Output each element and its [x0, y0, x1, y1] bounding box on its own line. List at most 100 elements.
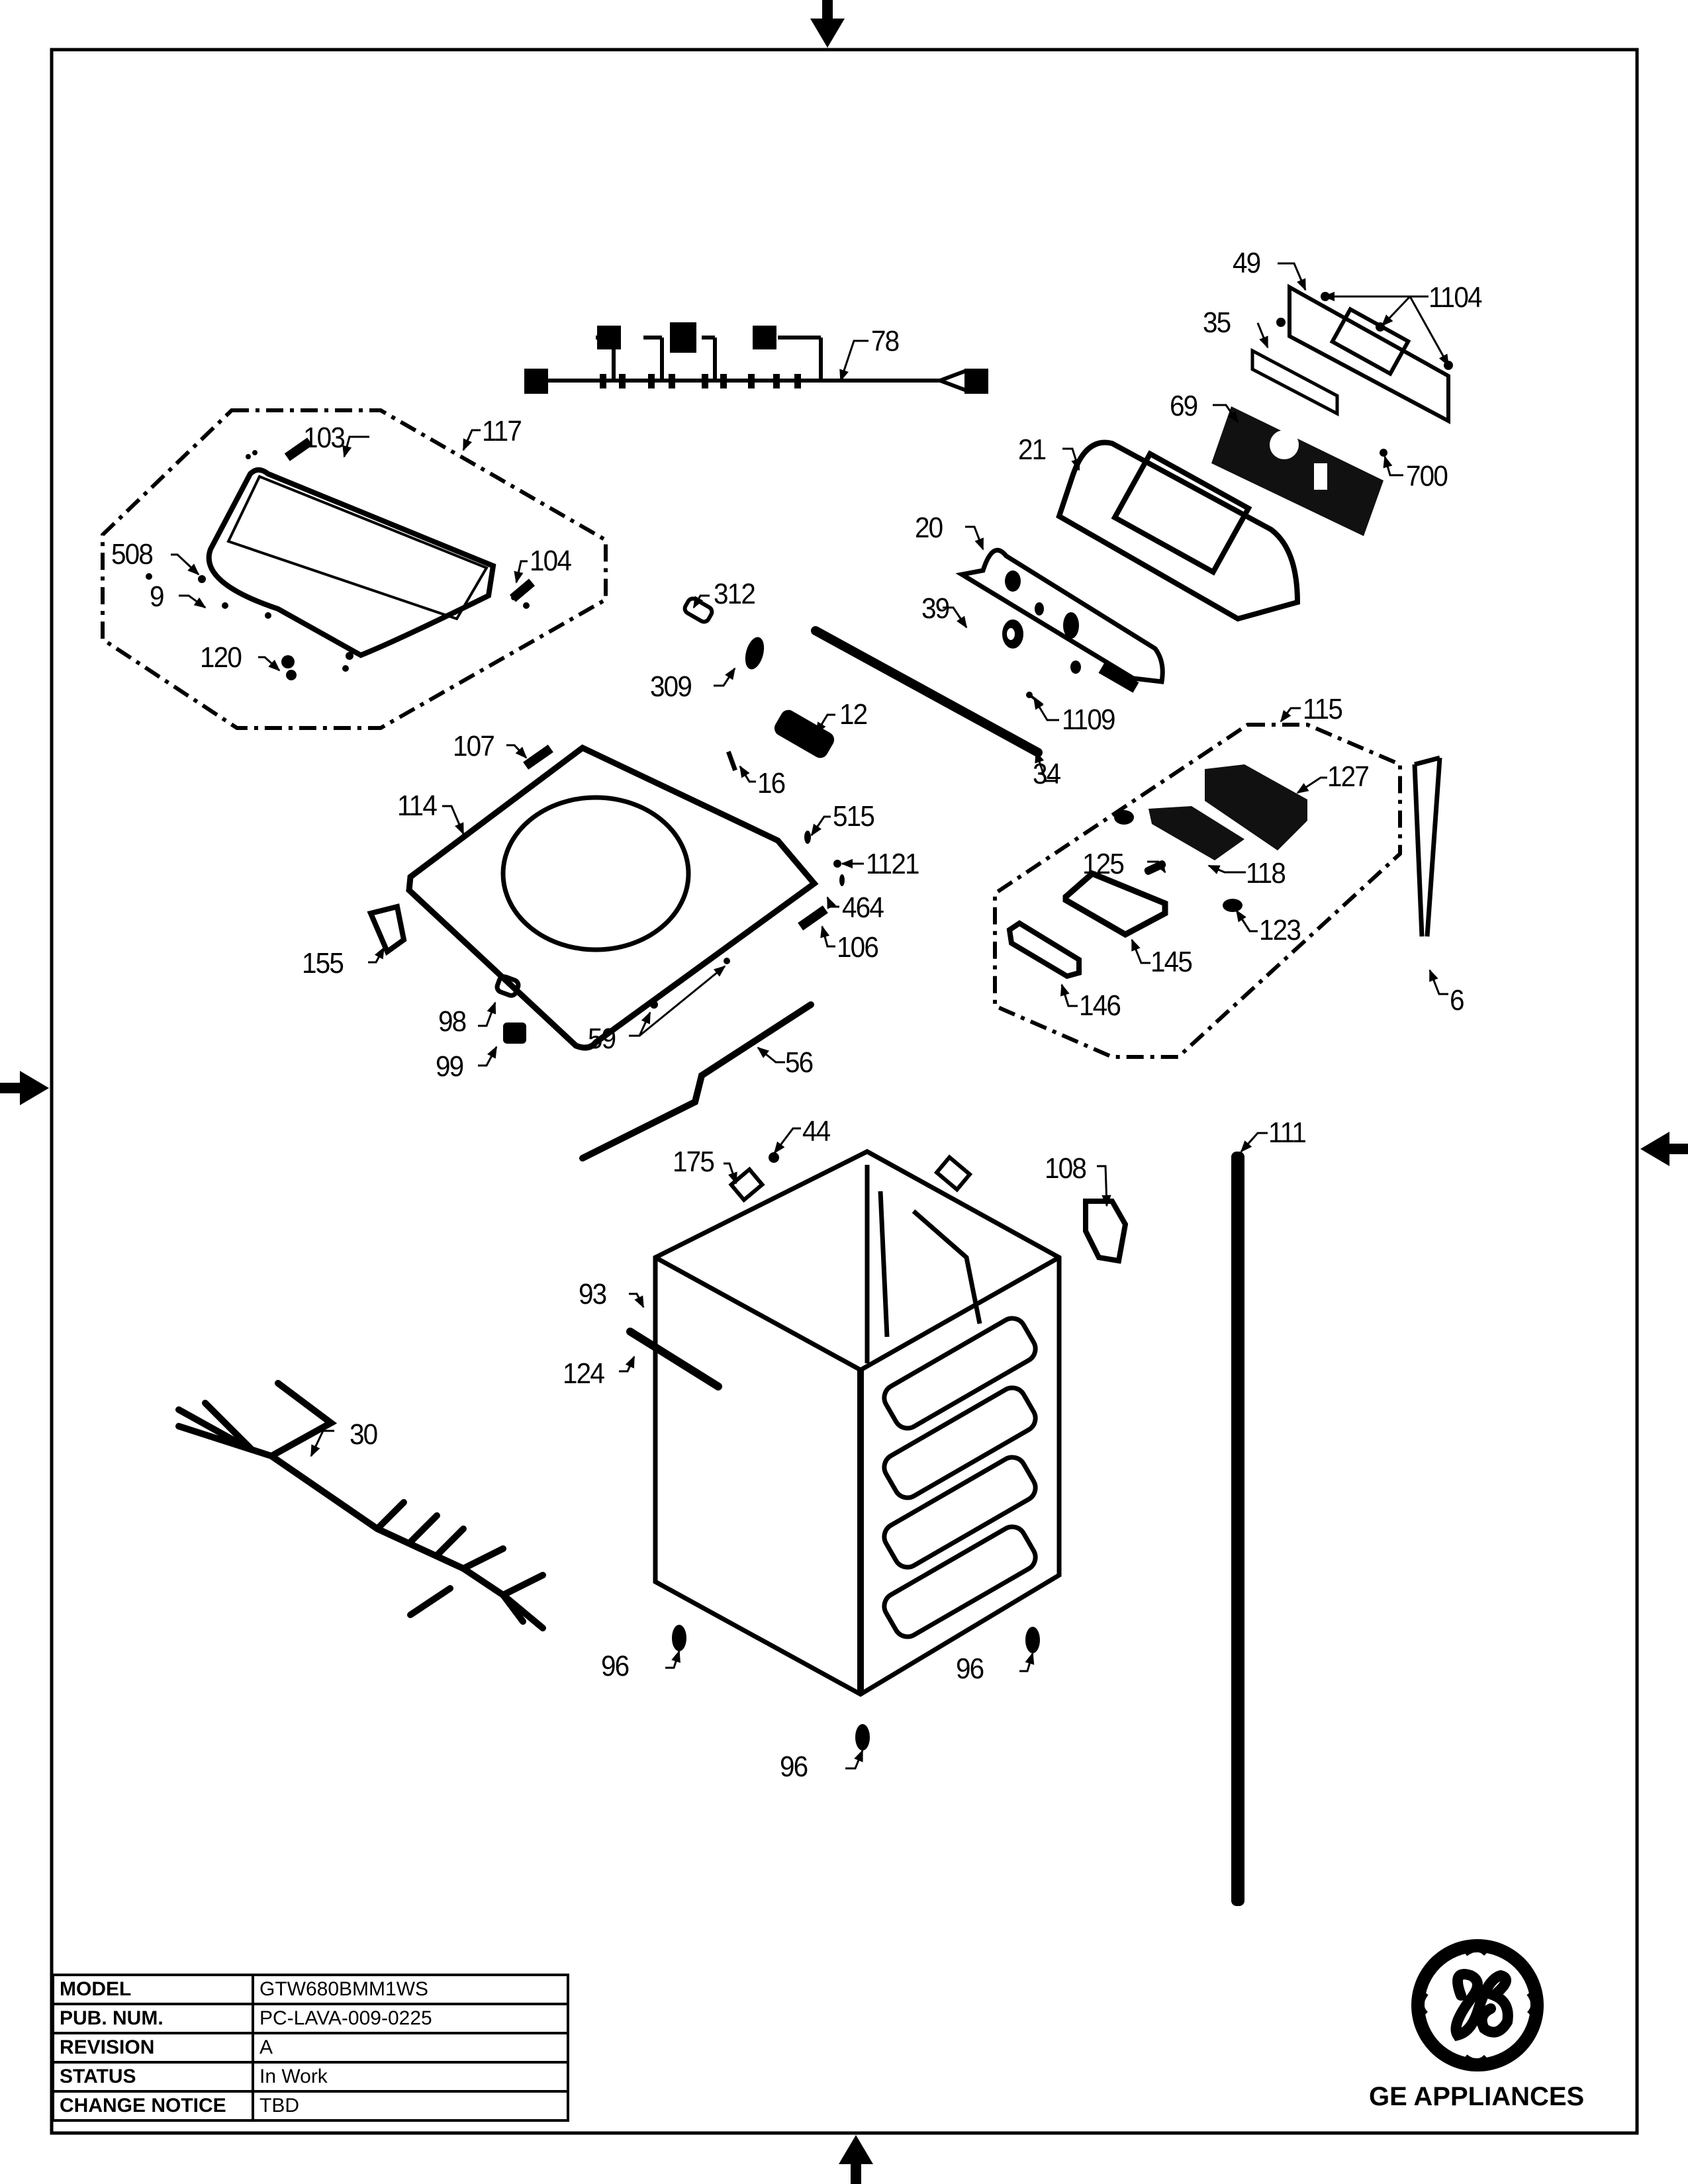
callout-125: 125 — [1082, 848, 1125, 880]
callout-106: 106 — [837, 931, 879, 964]
part-96-leveling-foot-right[interactable] — [1025, 1627, 1040, 1653]
title-row-pub-num: PUB. NUM. PC-LAVA-009-0225 — [52, 2003, 569, 2034]
callout-118: 118 — [1246, 857, 1286, 889]
group-115-boundary — [993, 723, 1402, 1059]
registration-arrow-left — [0, 1071, 49, 1105]
part-107-hinge[interactable] — [523, 745, 553, 770]
part-118-dispenser-drawer[interactable] — [1149, 806, 1244, 860]
callout-93: 93 — [579, 1278, 607, 1310]
part-21-control-panel-housing[interactable] — [1056, 439, 1301, 622]
callout-111: 111 — [1268, 1116, 1307, 1149]
callout-16: 16 — [757, 767, 786, 799]
callout-39: 39 — [921, 592, 950, 625]
title-value-model: GTW680BMM1WS — [252, 1974, 569, 2005]
part-464-fastener[interactable] — [839, 874, 845, 886]
part-103-hinge[interactable] — [284, 437, 313, 461]
part-1121-screw[interactable] — [833, 860, 841, 868]
part-111-hose[interactable] — [1231, 1152, 1244, 1906]
part-cabinet-pad-right — [933, 1154, 973, 1193]
title-value-revision: A — [252, 2032, 569, 2064]
part-96-leveling-foot-left[interactable] — [672, 1625, 686, 1651]
callout-117: 117 — [482, 415, 522, 447]
callout-145: 145 — [1150, 946, 1193, 978]
callout-124: 124 — [563, 1357, 605, 1390]
part-30-main-wire-harness[interactable] — [175, 1380, 546, 1631]
callout-123: 123 — [1259, 914, 1301, 946]
part-155-bracket[interactable] — [367, 903, 407, 956]
title-value-pub-num: PC-LAVA-009-0225 — [252, 2003, 569, 2034]
part-78-wire-harness[interactable] — [524, 322, 988, 394]
callout-35: 35 — [1203, 306, 1231, 339]
callout-96-left: 96 — [601, 1650, 630, 1682]
title-key: PUB. NUM. — [52, 2003, 254, 2034]
callout-309: 309 — [650, 670, 692, 703]
title-key: CHANGE NOTICE — [52, 2090, 254, 2122]
part-16-clip[interactable] — [726, 751, 737, 772]
part-93-cabinet[interactable] — [653, 1149, 1062, 1698]
callout-127: 127 — [1327, 760, 1370, 793]
part-96-leveling-foot-front[interactable] — [855, 1724, 870, 1751]
callout-1104: 1104 — [1429, 281, 1483, 314]
callout-49: 49 — [1233, 247, 1261, 279]
part-108-valve[interactable] — [1083, 1199, 1129, 1264]
part-123-cap[interactable] — [1223, 899, 1243, 912]
part-104-hinge[interactable] — [509, 578, 536, 602]
brand-name: GE APPLIANCES — [1369, 2082, 1585, 2111]
callout-175: 175 — [673, 1146, 715, 1178]
part-309-actuator[interactable] — [742, 635, 767, 671]
part-175-pad[interactable] — [728, 1166, 765, 1203]
callout-99: 99 — [436, 1050, 464, 1083]
cabinet-panel-embosses — [878, 1191, 1038, 1639]
part-6-tube[interactable] — [1412, 755, 1442, 937]
part-44-plug[interactable] — [769, 1152, 779, 1163]
leader-lines — [171, 262, 1450, 1770]
callout-6: 6 — [1450, 984, 1465, 1017]
part-127-dispenser-housing[interactable] — [1205, 764, 1307, 850]
part-56-hose[interactable] — [579, 1001, 814, 1161]
part-12-switch-assembly[interactable] — [772, 707, 837, 760]
callout-21: 21 — [1018, 433, 1047, 466]
callout-56: 56 — [785, 1046, 814, 1079]
callout-96-right: 96 — [956, 1653, 984, 1685]
callout-700: 700 — [1406, 460, 1448, 492]
callout-120: 120 — [200, 641, 242, 674]
part-106-hinge[interactable] — [798, 905, 828, 931]
part-39-knob-washer[interactable] — [1002, 619, 1023, 649]
callout-515: 515 — [833, 800, 875, 833]
part-98-cap[interactable] — [494, 974, 521, 998]
title-value-change-notice: TBD — [252, 2090, 569, 2122]
part-99-block[interactable] — [503, 1023, 526, 1044]
part-114-top-cover[interactable] — [406, 744, 819, 1051]
callout-464: 464 — [842, 891, 884, 924]
title-key: STATUS — [52, 2061, 254, 2093]
small-hardware-lid — [146, 450, 530, 672]
callout-78: 78 — [871, 325, 900, 357]
callout-30: 30 — [350, 1418, 378, 1451]
callout-104: 104 — [530, 545, 572, 577]
callout-96-front: 96 — [780, 1751, 808, 1783]
callout-98: 98 — [438, 1005, 467, 1038]
callout-44: 44 — [802, 1115, 831, 1148]
part-lid-assembly[interactable] — [206, 467, 496, 659]
callout-312: 312 — [714, 578, 756, 610]
title-row-revision: REVISION A — [52, 2032, 569, 2064]
part-34-rod[interactable] — [811, 626, 1043, 757]
part-20-holes — [1005, 570, 1139, 693]
part-20-control-panel-faceplate[interactable] — [955, 547, 1165, 684]
callout-115: 115 — [1303, 693, 1343, 725]
part-146-dispenser-handle[interactable] — [1006, 920, 1082, 979]
group-117-boundary — [101, 408, 608, 730]
part-145-dispenser-cup[interactable] — [1062, 870, 1168, 938]
part-124-brace[interactable] — [626, 1328, 722, 1390]
screw-700[interactable] — [1380, 449, 1387, 457]
part-515-fastener[interactable] — [804, 831, 811, 844]
callout-108: 108 — [1045, 1152, 1087, 1185]
part-dispenser-seal — [1114, 810, 1134, 825]
part-69-control-board[interactable] — [1211, 406, 1383, 536]
sheet-border — [50, 48, 1639, 2135]
part-120-bumper[interactable] — [281, 655, 297, 680]
part-59-screw[interactable] — [650, 958, 730, 1009]
part-35-display-lens[interactable] — [1250, 347, 1339, 417]
title-row-change-notice: CHANGE NOTICE TBD — [52, 2090, 569, 2122]
